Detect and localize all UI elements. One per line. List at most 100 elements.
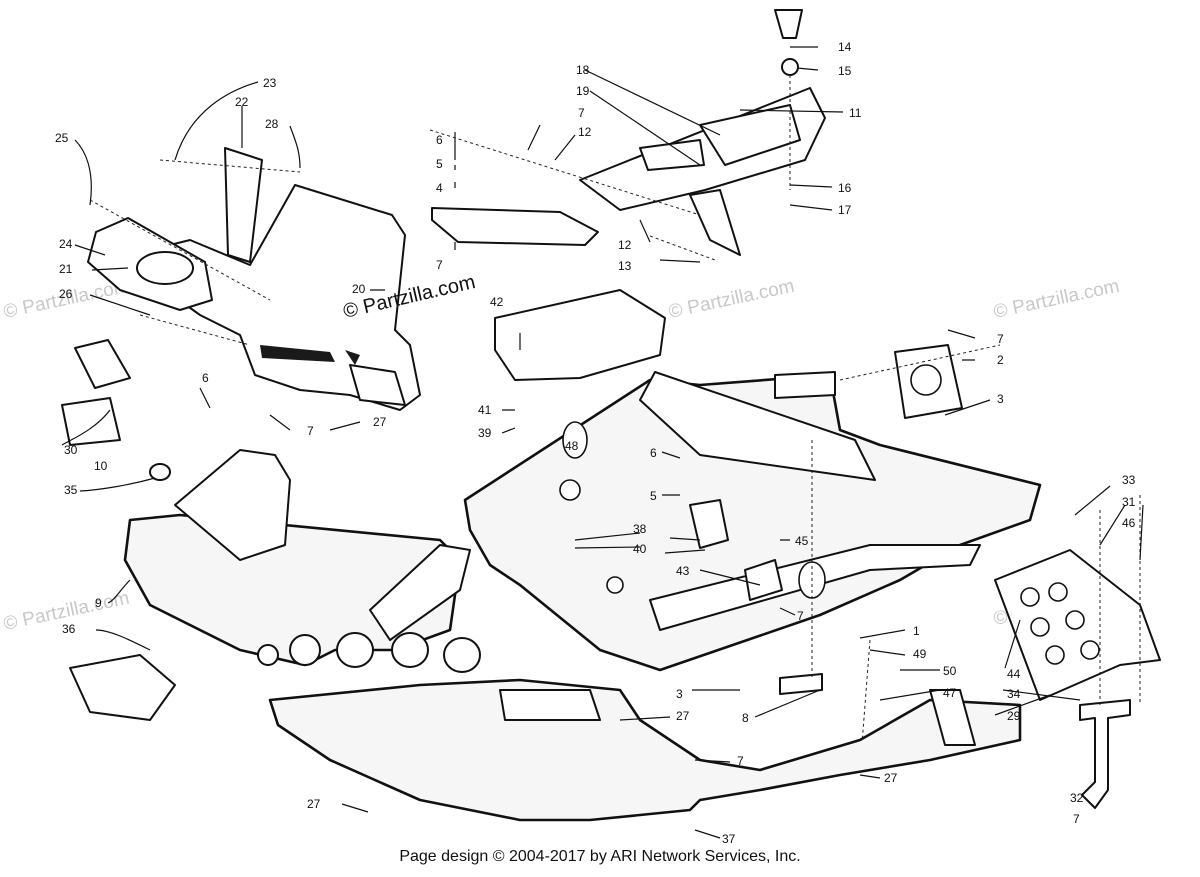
hood-strap-part-22 — [224, 147, 263, 263]
hitch-rod-part-32 — [1079, 699, 1131, 809]
callout-42: 42 — [490, 295, 504, 309]
nose-cone-assembly — [87, 147, 421, 411]
callout-7-hitch: 7 — [1073, 812, 1080, 826]
assembly-dashes-rear — [1099, 495, 1141, 705]
callout-38: 38 — [633, 522, 647, 536]
belly-pan-assembly — [268, 678, 1022, 822]
bracket-part-2-hole — [910, 364, 942, 396]
callout-21: 21 — [59, 262, 73, 276]
callout-19: 19 — [576, 84, 590, 98]
callout-22: 22 — [235, 95, 249, 109]
bushing-4 — [443, 637, 481, 673]
shroud-part-42 — [494, 289, 666, 381]
rear-skid-assembly — [994, 495, 1161, 809]
main-frame — [463, 344, 1042, 771]
skid-hole-5 — [1045, 645, 1065, 665]
callout-2: 2 — [997, 353, 1004, 367]
callout-27-upper: 27 — [373, 415, 387, 429]
callout-5-top: 5 — [436, 157, 443, 171]
intake-boot-part-21 — [136, 251, 194, 285]
callout-13: 13 — [618, 259, 632, 273]
callout-5-center: 5 — [650, 489, 657, 503]
callout-8: 8 — [742, 711, 749, 725]
bumper-hole — [257, 644, 279, 666]
bracket-part-30 — [61, 397, 121, 446]
console-plate-part-18 — [699, 104, 801, 166]
grommet-part-15 — [781, 58, 799, 76]
callout-7-left: 7 — [307, 424, 314, 438]
callout-3-right: 3 — [997, 392, 1004, 406]
callout-10: 10 — [94, 459, 108, 473]
front-hoop-right — [369, 544, 471, 641]
callout-1: 1 — [913, 624, 920, 638]
knob-part-14 — [774, 9, 803, 39]
callout-7-lower: 7 — [737, 754, 744, 768]
frame-running-board — [649, 544, 981, 631]
callout-7-right: 7 — [997, 332, 1004, 346]
belly-pan-tab — [929, 689, 976, 746]
skid-hole-1 — [1020, 587, 1040, 607]
watermark-right-top: © Partzilla.com — [992, 276, 1122, 323]
plug-part-10 — [149, 463, 171, 481]
callout-6-top: 6 — [436, 133, 443, 147]
callout-34: 34 — [1007, 687, 1021, 701]
console-leg — [689, 189, 741, 256]
skid-hole-4 — [1065, 610, 1085, 630]
callout-7-top: 7 — [578, 106, 585, 120]
callout-43: 43 — [676, 564, 690, 578]
skid-hole-6 — [1080, 640, 1100, 660]
assembly-dashes-upper-center — [429, 75, 791, 261]
console-plate-part-19 — [639, 139, 705, 171]
callout-6-center: 6 — [650, 446, 657, 460]
callout-labels: 14 15 11 16 17 18 19 7 12 12 13 6 5 4 7 … — [55, 40, 1136, 846]
callout-26: 26 — [59, 287, 73, 301]
skid-hole-3 — [1030, 617, 1050, 637]
callout-33: 33 — [1122, 473, 1136, 487]
callout-12-lower: 12 — [618, 238, 632, 252]
callout-20: 20 — [352, 282, 366, 296]
callout-48: 48 — [565, 439, 579, 453]
callout-47: 47 — [943, 686, 957, 700]
upper-brackets — [429, 9, 826, 261]
frame-top-rail — [639, 371, 876, 481]
callout-25: 25 — [55, 131, 69, 145]
callout-16: 16 — [838, 181, 852, 195]
callout-18: 18 — [576, 63, 590, 77]
callout-39: 39 — [478, 426, 492, 440]
callout-27-left: 27 — [307, 797, 321, 811]
belly-pan-part-34 — [268, 678, 1022, 822]
callout-4: 4 — [436, 181, 443, 195]
callout-41: 41 — [478, 403, 492, 417]
frame-hole-a — [559, 479, 581, 501]
frame-hole-b — [606, 576, 624, 594]
front-suspension — [61, 339, 481, 721]
callout-36: 36 — [62, 622, 76, 636]
nose-cone-bracket — [349, 364, 406, 406]
callout-40: 40 — [633, 542, 647, 556]
leader-lines — [61, 46, 1144, 839]
callout-6-left: 6 — [202, 371, 209, 385]
callout-30: 30 — [64, 443, 78, 457]
pad-part-36 — [69, 654, 176, 721]
callout-27-center: 27 — [676, 709, 690, 723]
callout-9: 9 — [95, 596, 102, 610]
footer-copyright: Page design © 2004-2017 by ARI Network S… — [399, 848, 801, 865]
callout-24: 24 — [59, 237, 73, 251]
callout-32: 32 — [1070, 791, 1084, 805]
callout-44: 44 — [1007, 667, 1021, 681]
bushing-1 — [289, 634, 321, 666]
bracket-left-upper — [74, 339, 131, 389]
belly-pan-cutout — [499, 689, 601, 721]
callout-49: 49 — [913, 647, 927, 661]
callout-37: 37 — [722, 832, 736, 846]
callout-17: 17 — [838, 203, 852, 217]
callout-7-frame: 7 — [797, 609, 804, 623]
block-part-8 — [779, 673, 823, 695]
callout-45: 45 — [795, 534, 809, 548]
callout-3-lower: 3 — [676, 687, 683, 701]
watermark-center: © Partzilla.com — [667, 276, 797, 323]
frame-hole-d — [562, 421, 588, 459]
callout-7-bracket: 7 — [436, 258, 443, 272]
callout-12-top: 12 — [578, 125, 592, 139]
